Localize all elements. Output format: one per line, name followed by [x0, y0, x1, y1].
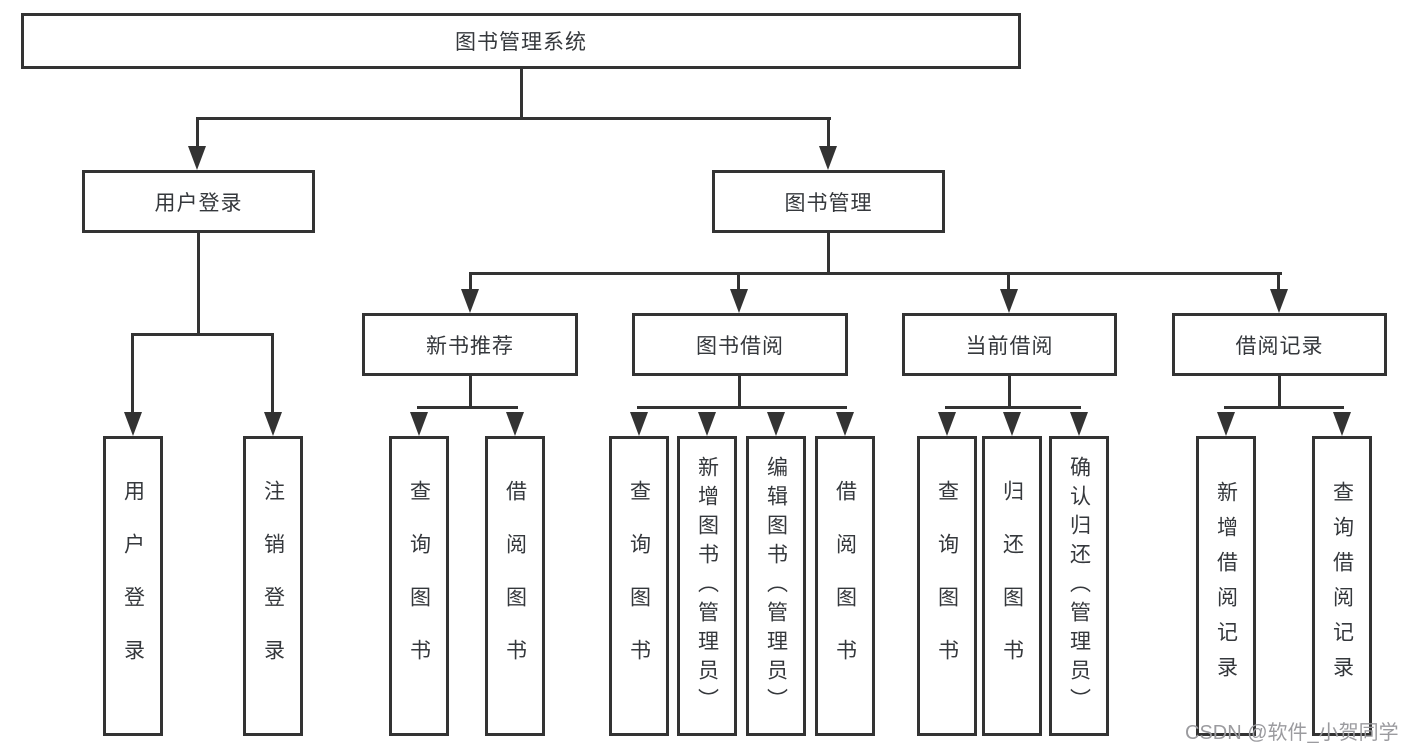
node-book-borrowing: 图书借阅	[632, 313, 848, 376]
connector-leaf-user-login-stub	[131, 333, 134, 412]
connector-current-borrow-stub	[1007, 272, 1010, 289]
leaf-cb-confirm-return-label: 确认归还（管理员）	[1067, 455, 1091, 717]
arrowhead-leaf-user-login	[124, 412, 142, 436]
connector-cb-crossbar	[945, 406, 1081, 409]
arrowhead-book-borrow	[730, 289, 748, 313]
arrowhead-bb-query	[630, 412, 648, 436]
node-book-borrowing-label: 图书借阅	[696, 334, 784, 358]
node-borrowing-records: 借阅记录	[1172, 313, 1387, 376]
leaf-bb-borrow-books: 借阅图书	[815, 436, 875, 736]
leaf-rec-borrow-books-label: 借阅图书	[503, 480, 527, 692]
node-current-borrowing-label: 当前借阅	[965, 334, 1054, 358]
arrowhead-current-borrow	[1000, 289, 1018, 313]
leaf-rec-query-books: 查询图书	[389, 436, 449, 736]
connector-book-mgmt-stub	[827, 117, 830, 147]
leaf-bb-add-books: 新增图书（管理员）	[677, 436, 737, 736]
leaf-bb-edit-books-label: 编辑图书（管理员）	[764, 455, 788, 717]
connector-new-book-stub	[469, 272, 472, 289]
arrowhead-br-query	[1333, 412, 1351, 436]
connector-rec-stem	[469, 376, 472, 409]
leaf-br-add-record-label: 新增借阅记录	[1214, 481, 1238, 691]
arrowhead-leaf-logout	[264, 412, 282, 436]
connector-bb-crossbar	[637, 406, 847, 409]
leaf-bb-add-books-label: 新增图书（管理员）	[695, 455, 719, 717]
arrowhead-br-add	[1217, 412, 1235, 436]
leaf-rec-query-books-label: 查询图书	[407, 480, 431, 692]
leaf-br-query-record-label: 查询借阅记录	[1330, 481, 1354, 691]
leaf-bb-edit-books: 编辑图书（管理员）	[746, 436, 806, 736]
leaf-cb-query-books: 查询图书	[917, 436, 977, 736]
leaf-bb-query-books-label: 查询图书	[627, 480, 651, 692]
connector-rec-crossbar	[417, 406, 518, 409]
connector-book-mgmt-stem	[827, 233, 830, 275]
arrowhead-cb-confirm	[1070, 412, 1088, 436]
arrowhead-user-login	[188, 146, 206, 170]
leaf-user-login: 用户登录	[103, 436, 163, 736]
leaf-br-query-record: 查询借阅记录	[1312, 436, 1372, 736]
node-user-login-label: 用户登录	[154, 191, 243, 215]
connector-root-stem	[520, 69, 523, 119]
connector-root-crossbar	[196, 117, 831, 120]
connector-book-mgmt-crossbar	[469, 272, 1282, 275]
node-book-management: 图书管理	[712, 170, 945, 233]
node-book-management-label: 图书管理	[784, 191, 873, 215]
arrowhead-new-book	[461, 289, 479, 313]
connector-user-login-stem	[197, 233, 200, 336]
leaf-cb-return-books-label: 归还图书	[1000, 480, 1024, 692]
leaf-user-login-label: 用户登录	[121, 480, 145, 692]
connector-user-login-crossbar	[131, 333, 274, 336]
connector-cb-stem	[1008, 376, 1011, 409]
arrowhead-rec-query	[410, 412, 428, 436]
node-borrowing-records-label: 借阅记录	[1235, 334, 1324, 358]
node-new-book-recommend: 新书推荐	[362, 313, 578, 376]
connector-book-borrow-stub	[737, 272, 740, 289]
csdn-watermark: CSDN @软件_小贺同学	[1185, 722, 1399, 744]
leaf-bb-borrow-books-label: 借阅图书	[833, 480, 857, 692]
connector-bb-stem	[738, 376, 741, 409]
leaf-logout-label: 注销登录	[261, 480, 285, 692]
arrowhead-cb-return	[1003, 412, 1021, 436]
arrowhead-bb-edit	[767, 412, 785, 436]
arrowhead-rec-borrow	[506, 412, 524, 436]
connector-br-crossbar	[1224, 406, 1344, 409]
connector-leaf-logout-stub	[271, 333, 274, 412]
node-root-label: 图书管理系统	[455, 31, 587, 54]
leaf-cb-confirm-return: 确认归还（管理员）	[1049, 436, 1109, 736]
connector-br-stem	[1278, 376, 1281, 409]
leaf-cb-return-books: 归还图书	[982, 436, 1042, 736]
arrowhead-book-mgmt	[819, 146, 837, 170]
arrowhead-bb-borrow	[836, 412, 854, 436]
leaf-logout: 注销登录	[243, 436, 303, 736]
arrowhead-bb-add	[698, 412, 716, 436]
node-root: 图书管理系统	[21, 13, 1021, 69]
connector-borrow-records-stub	[1277, 272, 1280, 289]
node-new-book-recommend-label: 新书推荐	[426, 334, 514, 358]
leaf-br-add-record: 新增借阅记录	[1196, 436, 1256, 736]
node-user-login: 用户登录	[82, 170, 315, 233]
connector-user-login-stub	[196, 117, 199, 147]
leaf-bb-query-books: 查询图书	[609, 436, 669, 736]
leaf-rec-borrow-books: 借阅图书	[485, 436, 545, 736]
arrowhead-borrow-records	[1270, 289, 1288, 313]
node-current-borrowing: 当前借阅	[902, 313, 1117, 376]
arrowhead-cb-query	[938, 412, 956, 436]
leaf-cb-query-books-label: 查询图书	[935, 480, 959, 692]
